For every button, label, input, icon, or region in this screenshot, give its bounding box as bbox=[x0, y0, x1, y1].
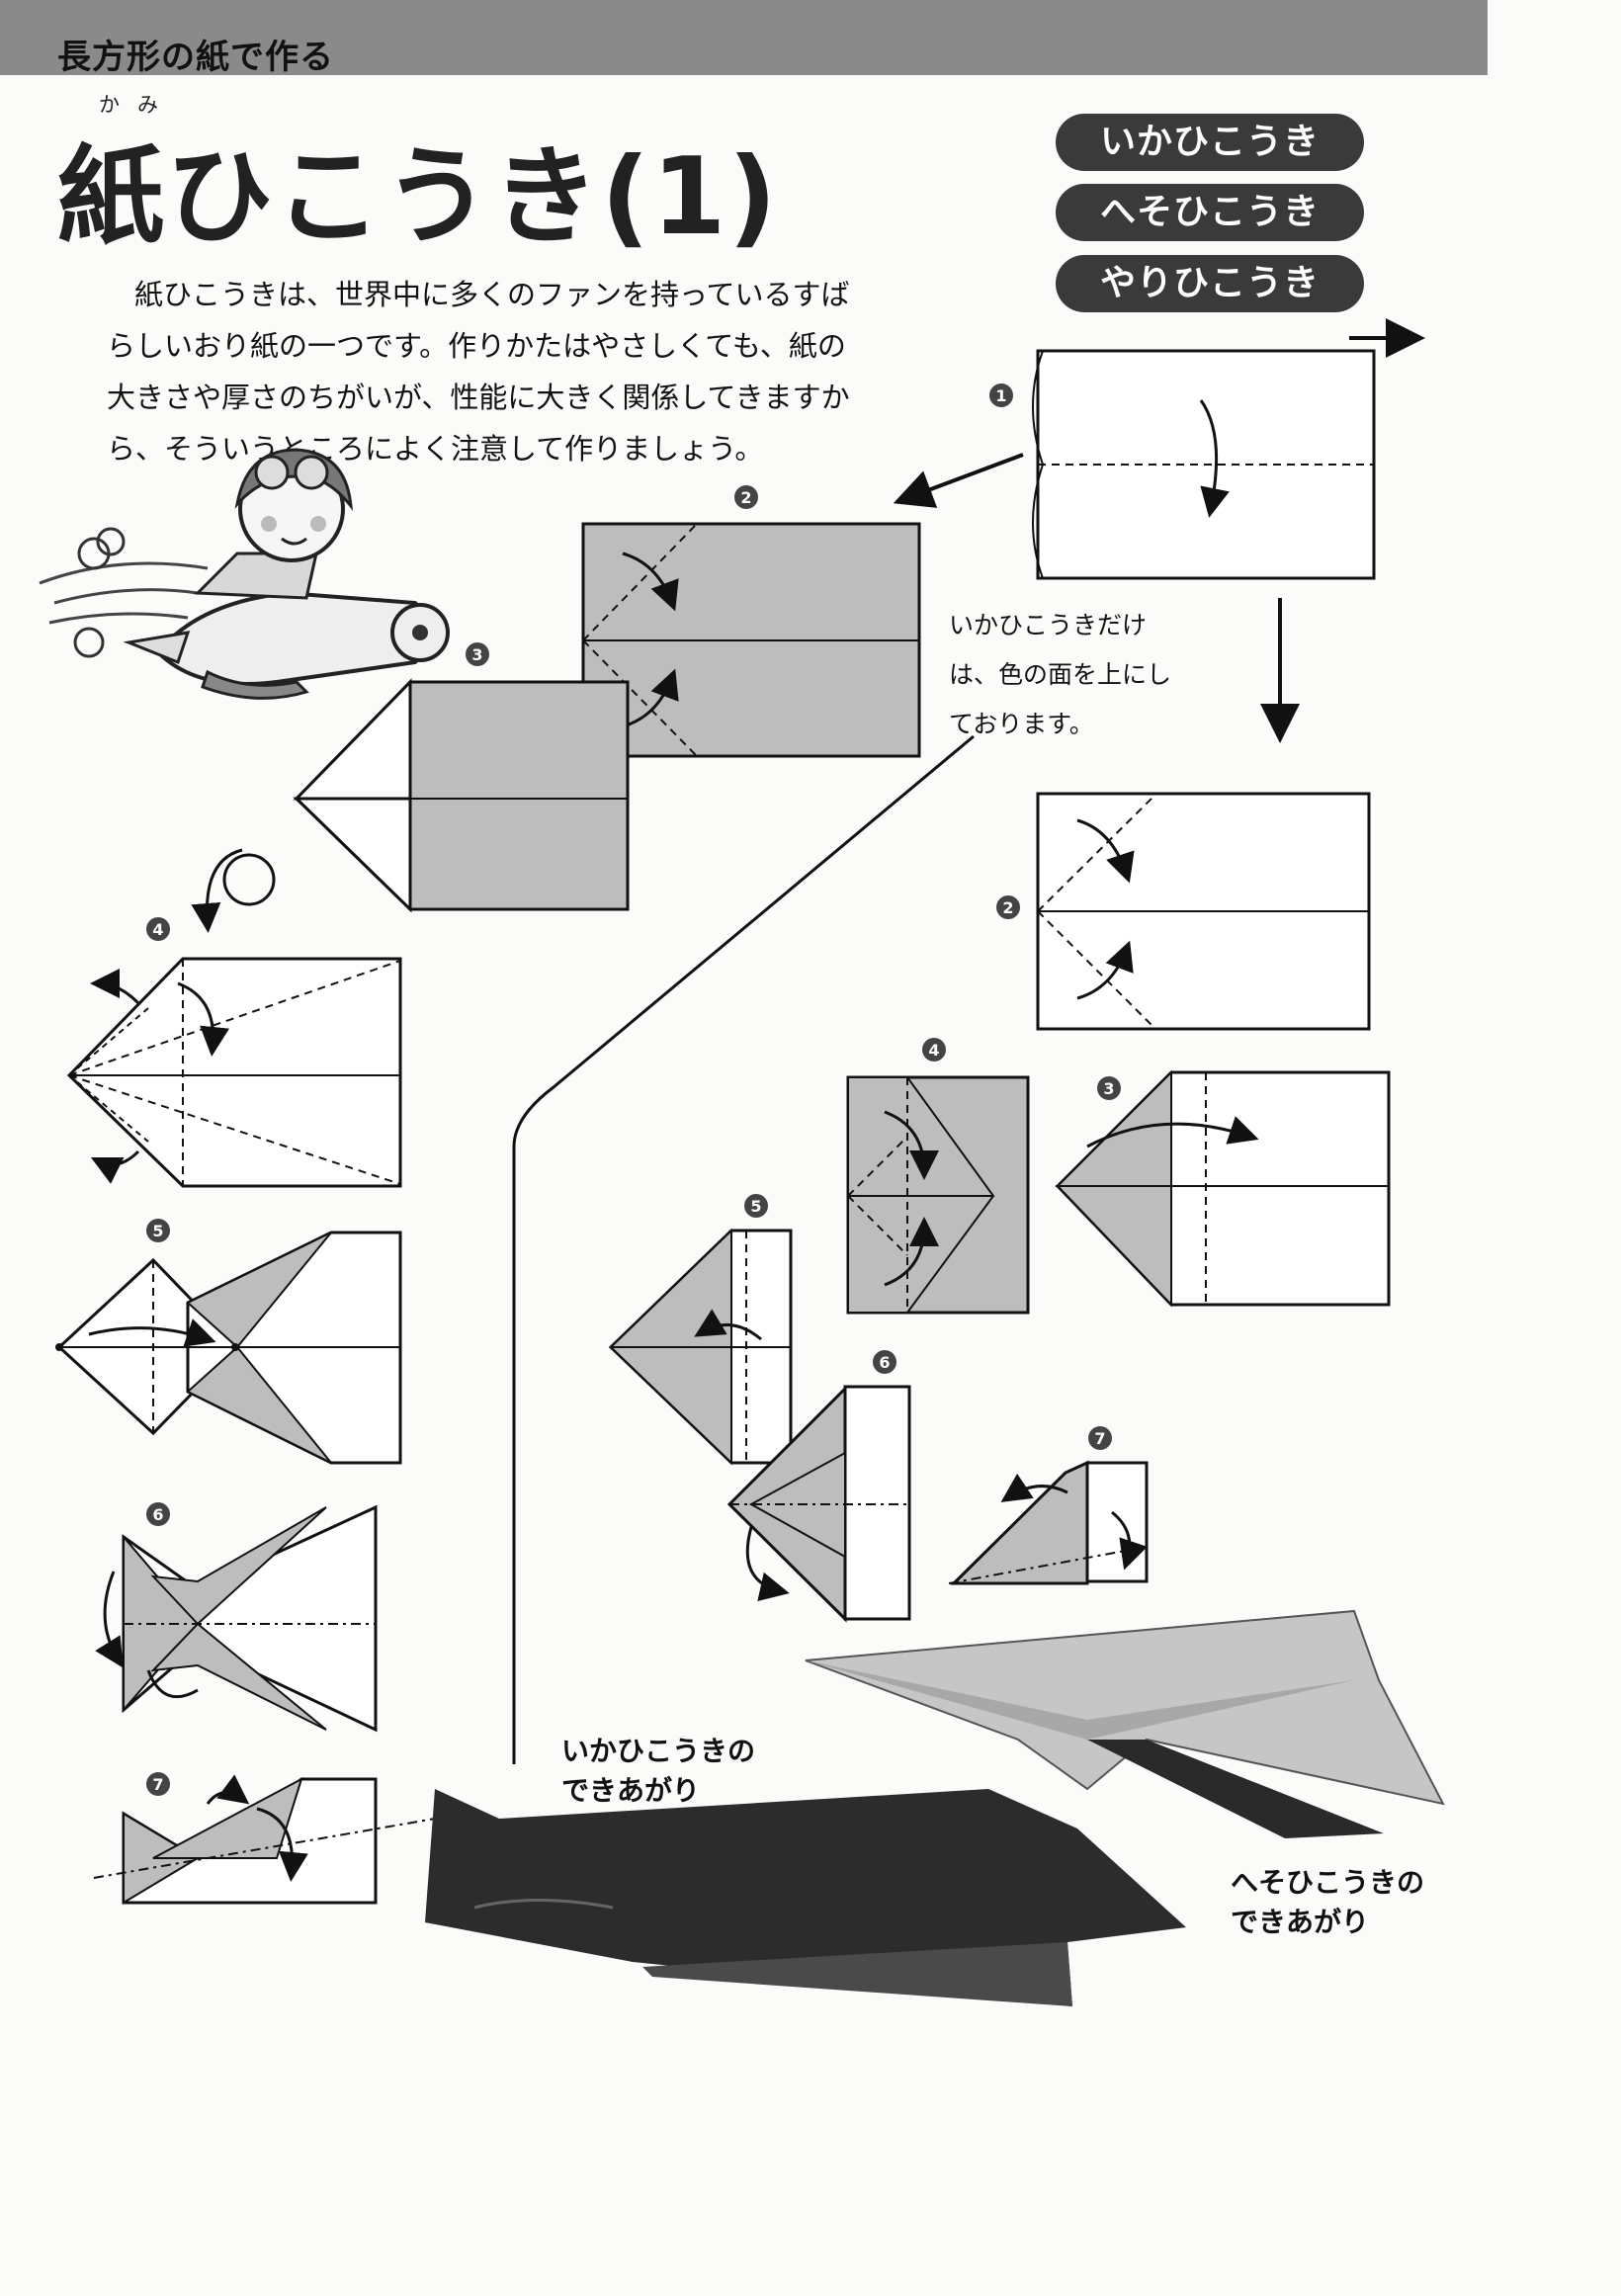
model-label-ika: いかひこうき bbox=[1056, 114, 1364, 171]
step-5-right-diagram bbox=[608, 1228, 793, 1466]
step-6-right-diagram bbox=[726, 1385, 911, 1623]
ika-note: いかひこうきだけは、色の面を上にしております。 bbox=[949, 611, 1172, 738]
step-number: 1 bbox=[995, 386, 1006, 405]
step-number: 4 bbox=[928, 1041, 939, 1060]
step-7-left-diagram bbox=[93, 1774, 436, 1905]
intro-paragraph: 紙ひこうきは、世界中に多くのファンを持っているすばらしいおり紙の一つです。作りか… bbox=[107, 278, 850, 466]
step-1-diagram bbox=[1032, 349, 1376, 580]
step-number: 3 bbox=[1103, 1079, 1114, 1098]
header-bar bbox=[0, 0, 1488, 75]
step-number: 7 bbox=[1094, 1429, 1105, 1448]
model-label-heso: へそひこうき bbox=[1056, 184, 1364, 241]
step-number: 2 bbox=[740, 488, 751, 507]
page-title: 紙ひこうき(1) bbox=[57, 135, 779, 259]
step-7-right-diagram bbox=[948, 1460, 1149, 1585]
step-number: 7 bbox=[152, 1775, 163, 1794]
heso-plane-photo bbox=[805, 1609, 1445, 1838]
step-5-left-diagram bbox=[55, 1231, 402, 1465]
step-number: 4 bbox=[152, 920, 163, 939]
caption-ika-finished: いかひこうきのできあがり bbox=[561, 1735, 756, 1807]
step-number: 6 bbox=[152, 1505, 163, 1524]
step-number: 5 bbox=[750, 1197, 761, 1216]
step-6-left-diagram bbox=[95, 1504, 378, 1733]
step-number: 3 bbox=[471, 645, 482, 664]
ika-plane-photo bbox=[425, 1789, 1186, 2006]
step-number: 2 bbox=[1002, 898, 1013, 917]
section-title: 長方形の紙で作る bbox=[57, 38, 334, 77]
step-4-left-diagram bbox=[66, 957, 402, 1188]
step-4-right-diagram bbox=[846, 1075, 1030, 1315]
step-3-gray-diagram bbox=[293, 678, 630, 913]
model-label-yari: やりひこうき bbox=[1056, 255, 1364, 312]
step-number: 5 bbox=[152, 1222, 163, 1240]
step-3-right-diagram bbox=[1055, 1069, 1391, 1308]
step-2-gray-diagram bbox=[581, 522, 921, 758]
step-number: 6 bbox=[879, 1353, 890, 1372]
step-2-right-diagram bbox=[1036, 792, 1371, 1031]
title-ruby: かみ bbox=[99, 93, 176, 117]
pilot-illustration-icon bbox=[39, 448, 450, 700]
caption-heso-finished: へそひこうきのできあがり bbox=[1231, 1866, 1425, 1938]
